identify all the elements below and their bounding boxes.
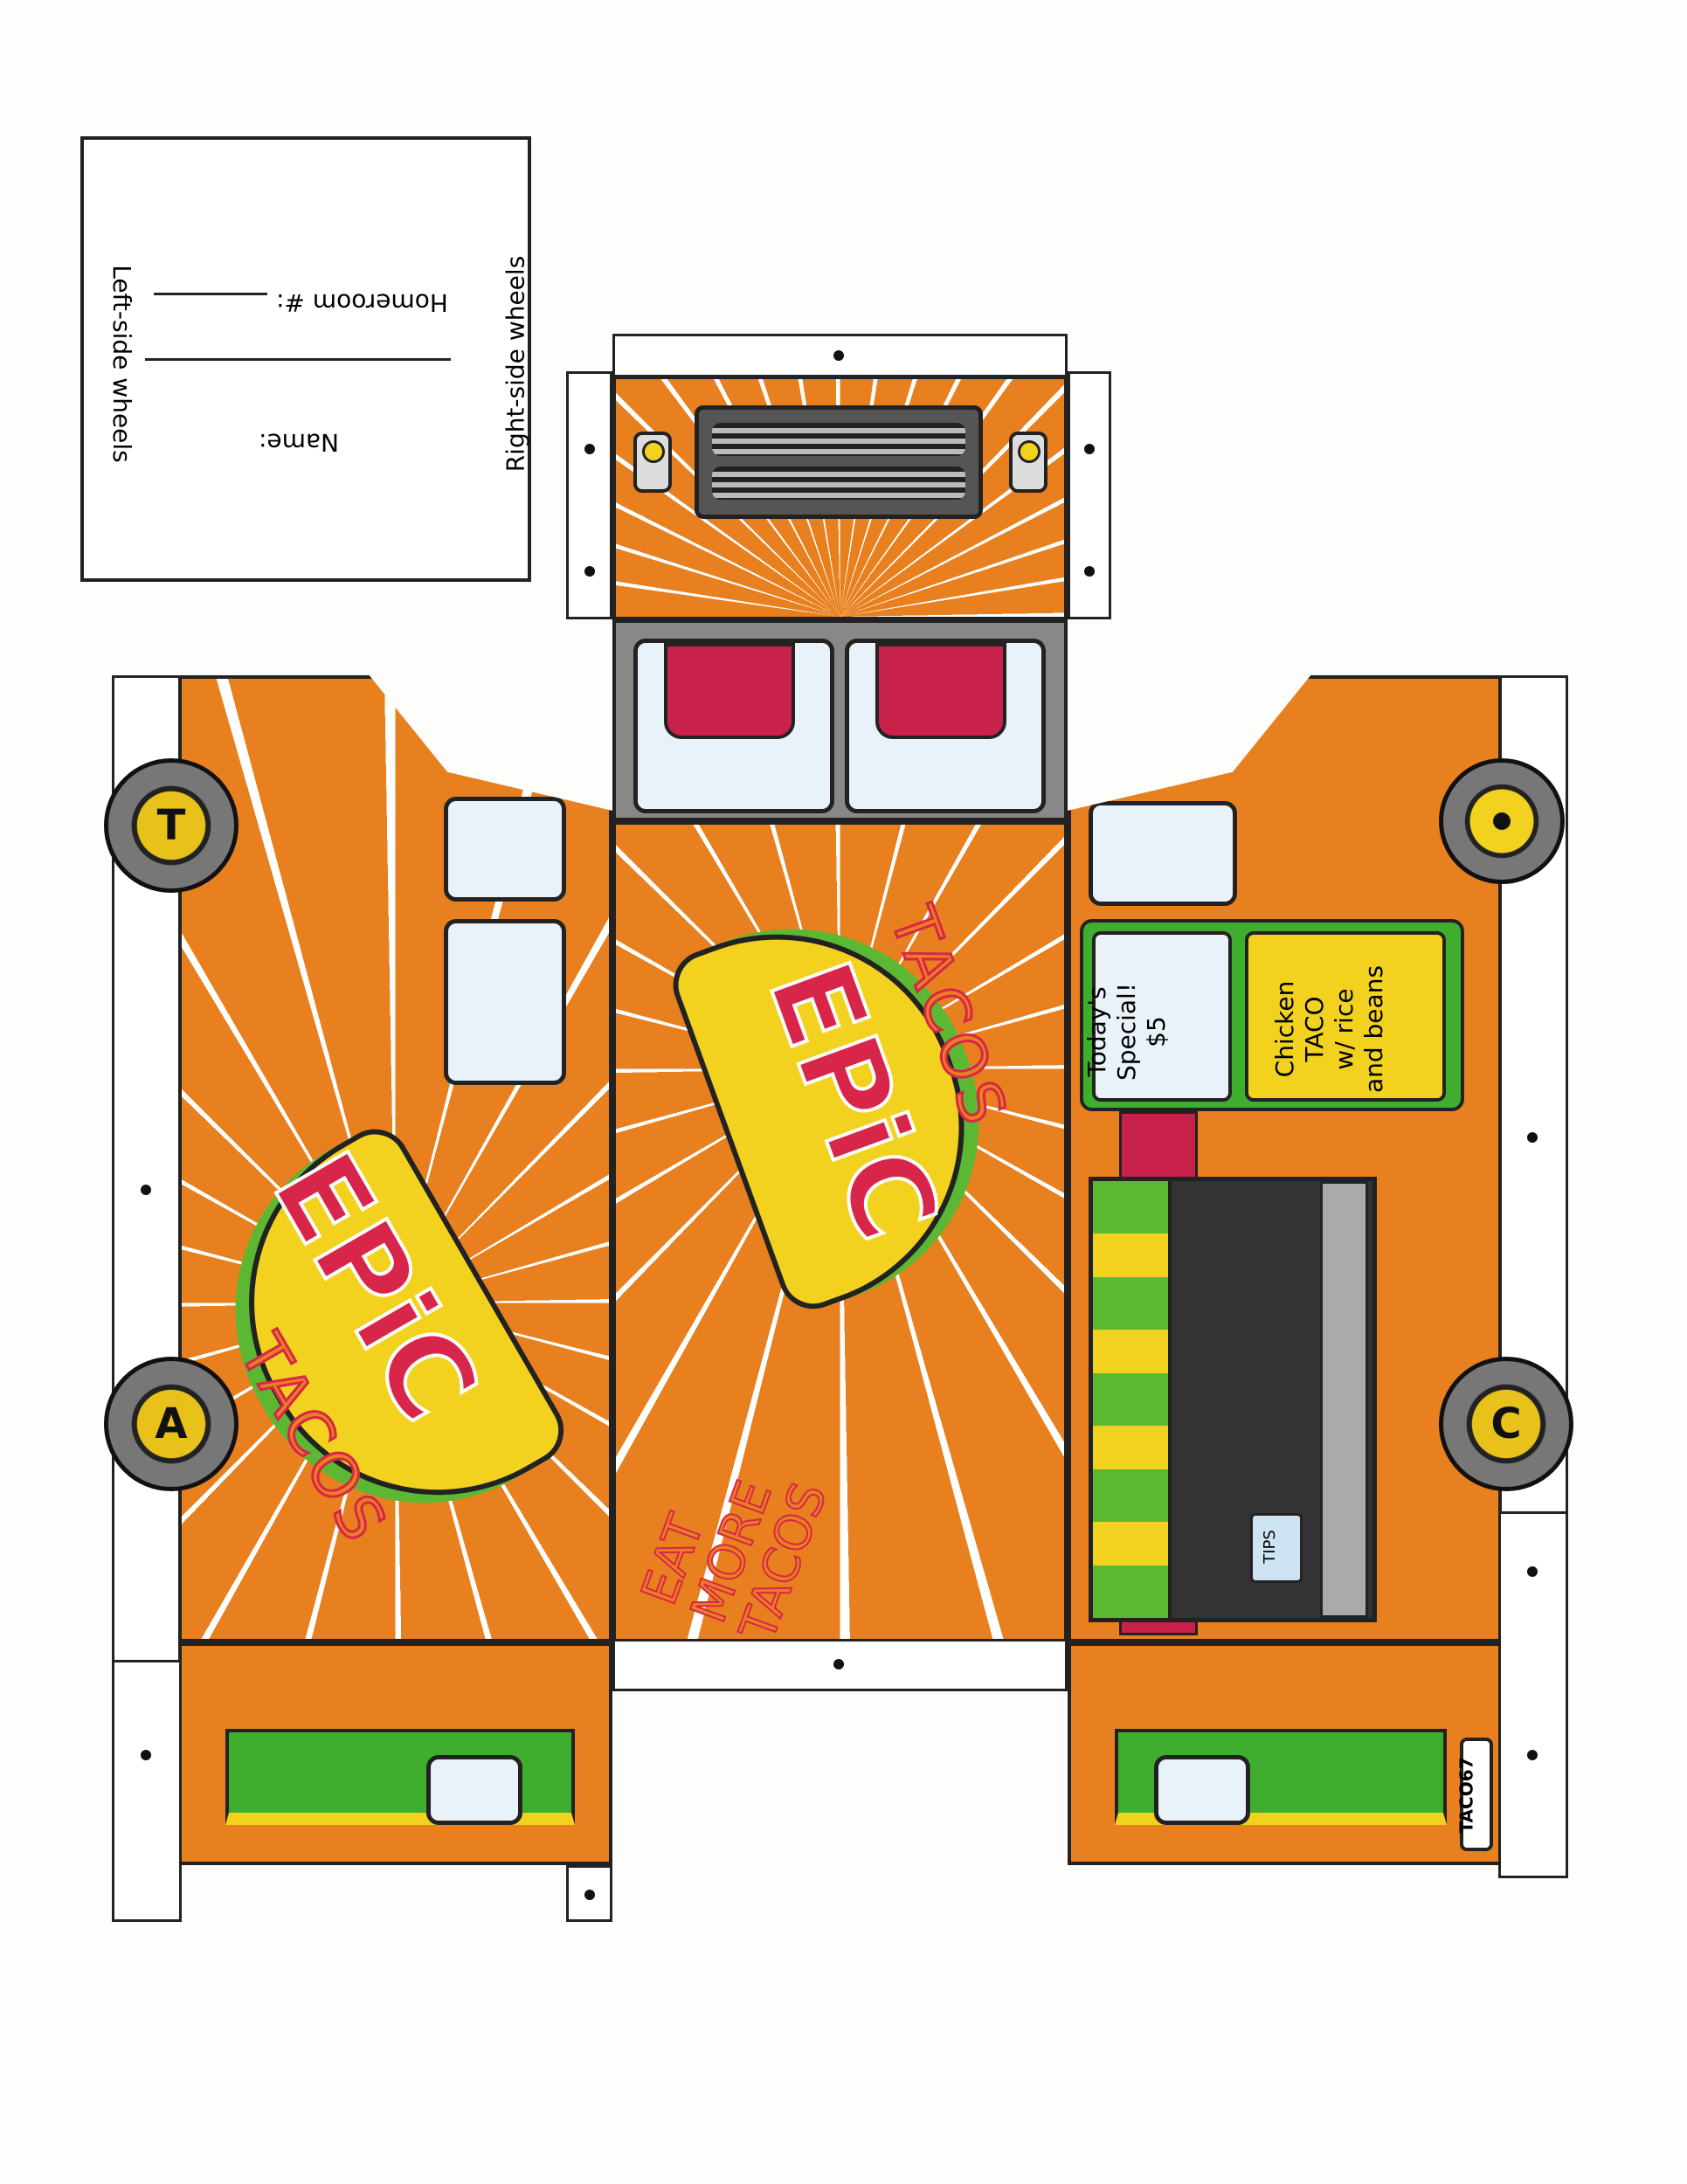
menu-line: Chicken [1270,980,1300,1078]
name-box: Left-side wheels Right-side wheels Homer… [80,136,531,582]
left-bottom-tab [112,1660,182,1922]
special-line: Today's [1082,986,1112,1077]
side-window [444,797,566,902]
grille [695,405,983,519]
front-grille-panel [612,376,1068,620]
special-sign: Today's Special! $5 [1082,931,1232,1102]
top-tab [612,334,1068,377]
windshield-left [633,639,834,813]
wheel-left-front: T [104,758,239,893]
wheel-letter: C [1490,1400,1522,1448]
wheel-left-rear: A [104,1357,239,1491]
slogan: EAT MORE TACOS [630,1441,839,1648]
serving-window: TIPS [1089,1177,1377,1622]
menu-line: w/ rice [1330,988,1359,1070]
right-hood-tab [1068,371,1111,619]
awning [225,1729,575,1825]
left-hood-tab [566,371,612,619]
menu-line: TACO [1300,996,1330,1062]
bottom-tab [612,1639,1068,1691]
menu-line: and beans [1359,964,1389,1094]
rear-window [1154,1755,1250,1825]
homeroom-line[interactable] [154,293,267,295]
right-bottom-tab [1498,1511,1568,1878]
tips-jar: TIPS [1250,1513,1303,1583]
name-label: Name: [259,428,340,457]
wheel-letter: A [155,1400,188,1448]
menu-sign: Chicken TACO w/ rice and beans [1245,931,1446,1102]
left-side-panel: EPiC TACOS [178,675,612,1642]
counter [1320,1181,1368,1618]
name-line[interactable] [145,358,451,361]
special-line: Special! [1112,982,1142,1082]
menu-board: Today's Special! $5 Chicken TACO w/ rice… [1080,919,1464,1111]
windshield [612,619,1068,821]
tips-label: TIPS [1260,1530,1279,1564]
id-tag-text: TACO67 [1455,1757,1477,1834]
left-rear-panel [178,1642,612,1865]
headlight-right [1009,432,1047,493]
right-rear-panel: TACO67 [1068,1642,1502,1865]
wheel-letter: T [156,801,186,850]
headlight-left [633,432,672,493]
right-wheels-label: Right-side wheels [501,255,530,473]
right-side-panel: Today's Special! $5 Chicken TACO w/ rice… [1068,675,1502,1642]
homeroom-label: Homeroom #: [276,288,448,317]
id-tag: TACO67 [1456,1738,1493,1851]
serving-awning [1093,1181,1172,1618]
left-corner-tab [566,1865,612,1922]
roof-panel: EPiC TACOS EAT MORE TACOS [612,821,1068,1648]
side-window [1089,801,1237,906]
wheel-right-front [1439,758,1565,884]
left-wheels-label: Left-side wheels [107,265,136,463]
special-price: $5 [1142,1016,1172,1047]
side-window [444,919,566,1085]
windshield-right [845,639,1046,813]
rear-window [426,1755,522,1825]
wheel-right-rear: C [1439,1357,1573,1491]
